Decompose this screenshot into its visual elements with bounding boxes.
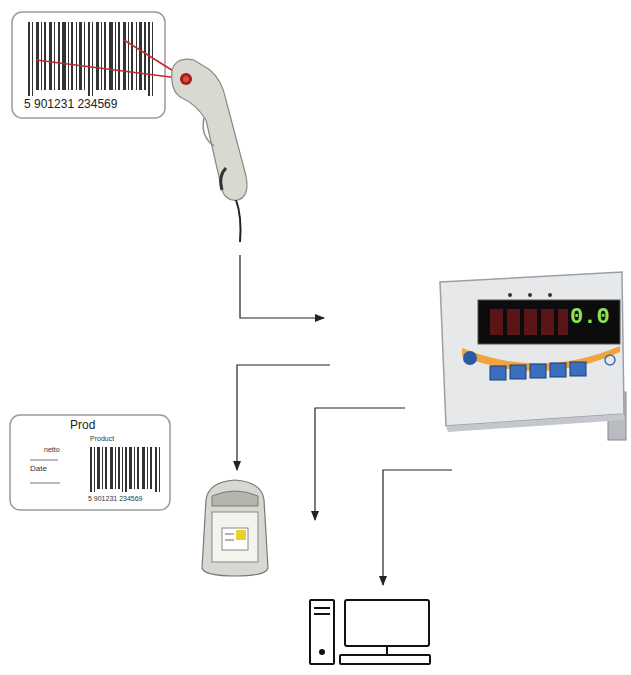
label-field: netto <box>44 446 60 454</box>
signal-arrow <box>240 255 324 318</box>
barcode-card: 5 901231 234569 <box>12 12 165 118</box>
product-label: ProdProduct nettoDate 5 901231 234569 <box>10 415 170 510</box>
barcode-scanner <box>172 59 247 242</box>
label-barcode <box>90 447 160 492</box>
weighing-indicator <box>440 272 626 440</box>
display-reading: 0.0 <box>570 306 610 330</box>
signal-arrow <box>315 408 405 520</box>
laser-beam <box>36 60 186 79</box>
label-heading: Prod <box>70 419 95 432</box>
label-field: Product <box>90 435 114 443</box>
barcode-bars <box>28 22 153 96</box>
barcode-card <box>12 12 165 118</box>
signal-arrow <box>383 470 452 585</box>
label-field: Date <box>30 465 47 474</box>
label-fine-print <box>30 460 60 483</box>
signal-arrow <box>237 365 330 470</box>
label-printer <box>202 480 268 576</box>
barcode-number: 5 901231 234569 <box>24 98 117 111</box>
label-card <box>10 415 170 510</box>
computer <box>310 600 430 664</box>
weighing-indicator: 0.0 <box>437 272 625 426</box>
barcode-number: 5 901231 234569 <box>88 495 143 503</box>
